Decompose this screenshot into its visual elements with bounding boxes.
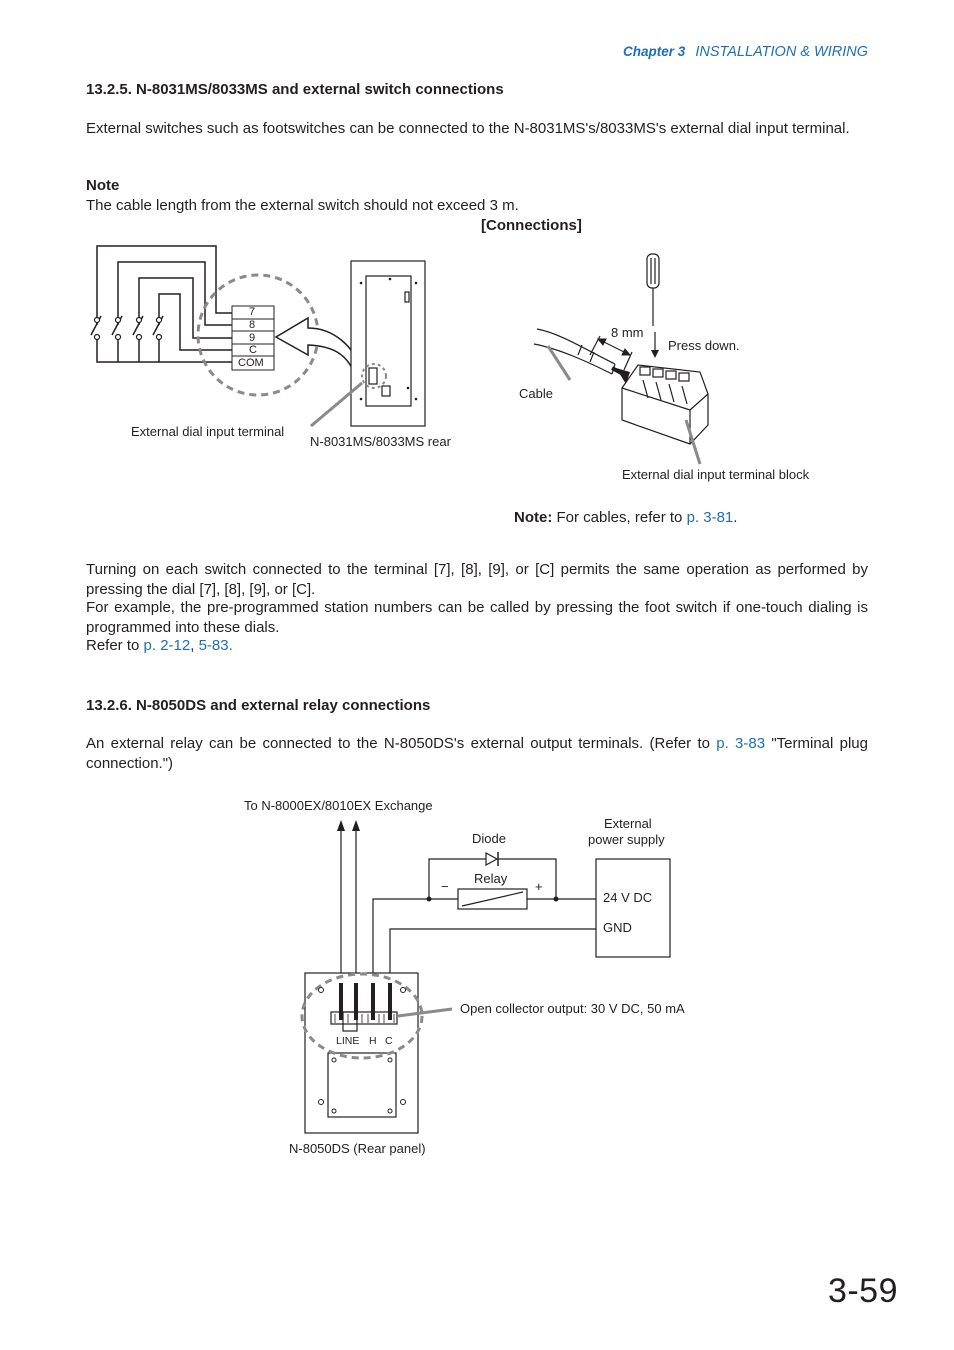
- diode-label: Diode: [472, 831, 506, 846]
- power-supply-label: power supply: [588, 832, 665, 847]
- refer-separator: ,: [190, 637, 195, 654]
- terminal-c: C: [249, 344, 257, 356]
- section-title-13-2-5: 13.2.5. N-8031MS/8033MS and external swi…: [86, 81, 504, 98]
- intro-paragraph: External switches such as footswitches c…: [86, 120, 850, 137]
- rear-panel-label: N-8050DS (Rear panel): [289, 1141, 426, 1156]
- relay-intro-link[interactable]: p. 3-83: [716, 735, 766, 752]
- mm-label: 8 mm: [611, 325, 644, 340]
- relay-intro-text: An external relay can be connected to th…: [86, 735, 710, 752]
- cable-note-link[interactable]: p. 3-81: [686, 509, 734, 526]
- minus-label: −: [441, 879, 449, 894]
- open-collector-label: Open collector output: 30 V DC, 50 mA: [460, 1001, 685, 1016]
- connections-heading: [Connections]: [481, 217, 582, 234]
- exchange-label: To N-8000EX/8010EX Exchange: [244, 798, 433, 813]
- press-down-label: Press down.: [668, 338, 740, 353]
- chapter-number: Chapter 3: [623, 44, 686, 59]
- terminal-9: 9: [249, 332, 256, 344]
- cable-note: Note: For cables, refer to p. 3-81.: [514, 509, 737, 526]
- example-paragraph: For example, the pre-programmed station …: [86, 599, 868, 636]
- v24-label: 24 V DC: [603, 890, 653, 905]
- note-text: The cable length from the external switc…: [86, 197, 519, 214]
- terminal-7: 7: [249, 306, 256, 318]
- cable-note-text: For cables, refer to: [556, 509, 683, 526]
- cable-label: Cable: [519, 386, 553, 401]
- terminal-com: COM: [238, 357, 264, 369]
- cable-note-period: .: [733, 509, 738, 526]
- terminal-8: 8: [249, 319, 256, 331]
- terminal-block-label: External dial input terminal block: [622, 467, 810, 482]
- chapter-header: Chapter 3 INSTALLATION & WIRING: [623, 44, 868, 60]
- switch-operation-paragraph: Turning on each switch connected to the …: [86, 561, 868, 598]
- gnd-label: GND: [603, 920, 632, 935]
- refer-link-2-12[interactable]: p. 2-12: [143, 637, 191, 654]
- refer-text: Refer to: [86, 637, 140, 654]
- section-title-13-2-6: 13.2.6. N-8050DS and external relay conn…: [86, 697, 431, 714]
- line-terminal-label: LINE: [336, 1035, 360, 1047]
- note-heading: Note: [86, 177, 120, 194]
- relay-intro-paragraph: An external relay can be connected to th…: [86, 734, 868, 773]
- plus-label: +: [535, 879, 543, 894]
- chapter-title: INSTALLATION & WIRING: [695, 44, 868, 60]
- relay-label: Relay: [474, 871, 508, 886]
- h-terminal-label: H: [369, 1035, 377, 1047]
- rear-label: N-8031MS/8033MS rear: [310, 434, 451, 449]
- external-label: External: [604, 816, 652, 831]
- page-number: 3-59: [827, 1272, 898, 1310]
- ext-dial-terminal-label: External dial input terminal: [131, 424, 285, 439]
- cable-note-label: Note:: [514, 509, 553, 526]
- refer-line: Refer to p. 2-12, 5-83.: [86, 637, 233, 654]
- refer-link-5-83[interactable]: 5-83.: [198, 637, 233, 654]
- relay-intro-end: "Terminal plug connection."): [86, 735, 868, 772]
- c-terminal-label: C: [385, 1035, 393, 1047]
